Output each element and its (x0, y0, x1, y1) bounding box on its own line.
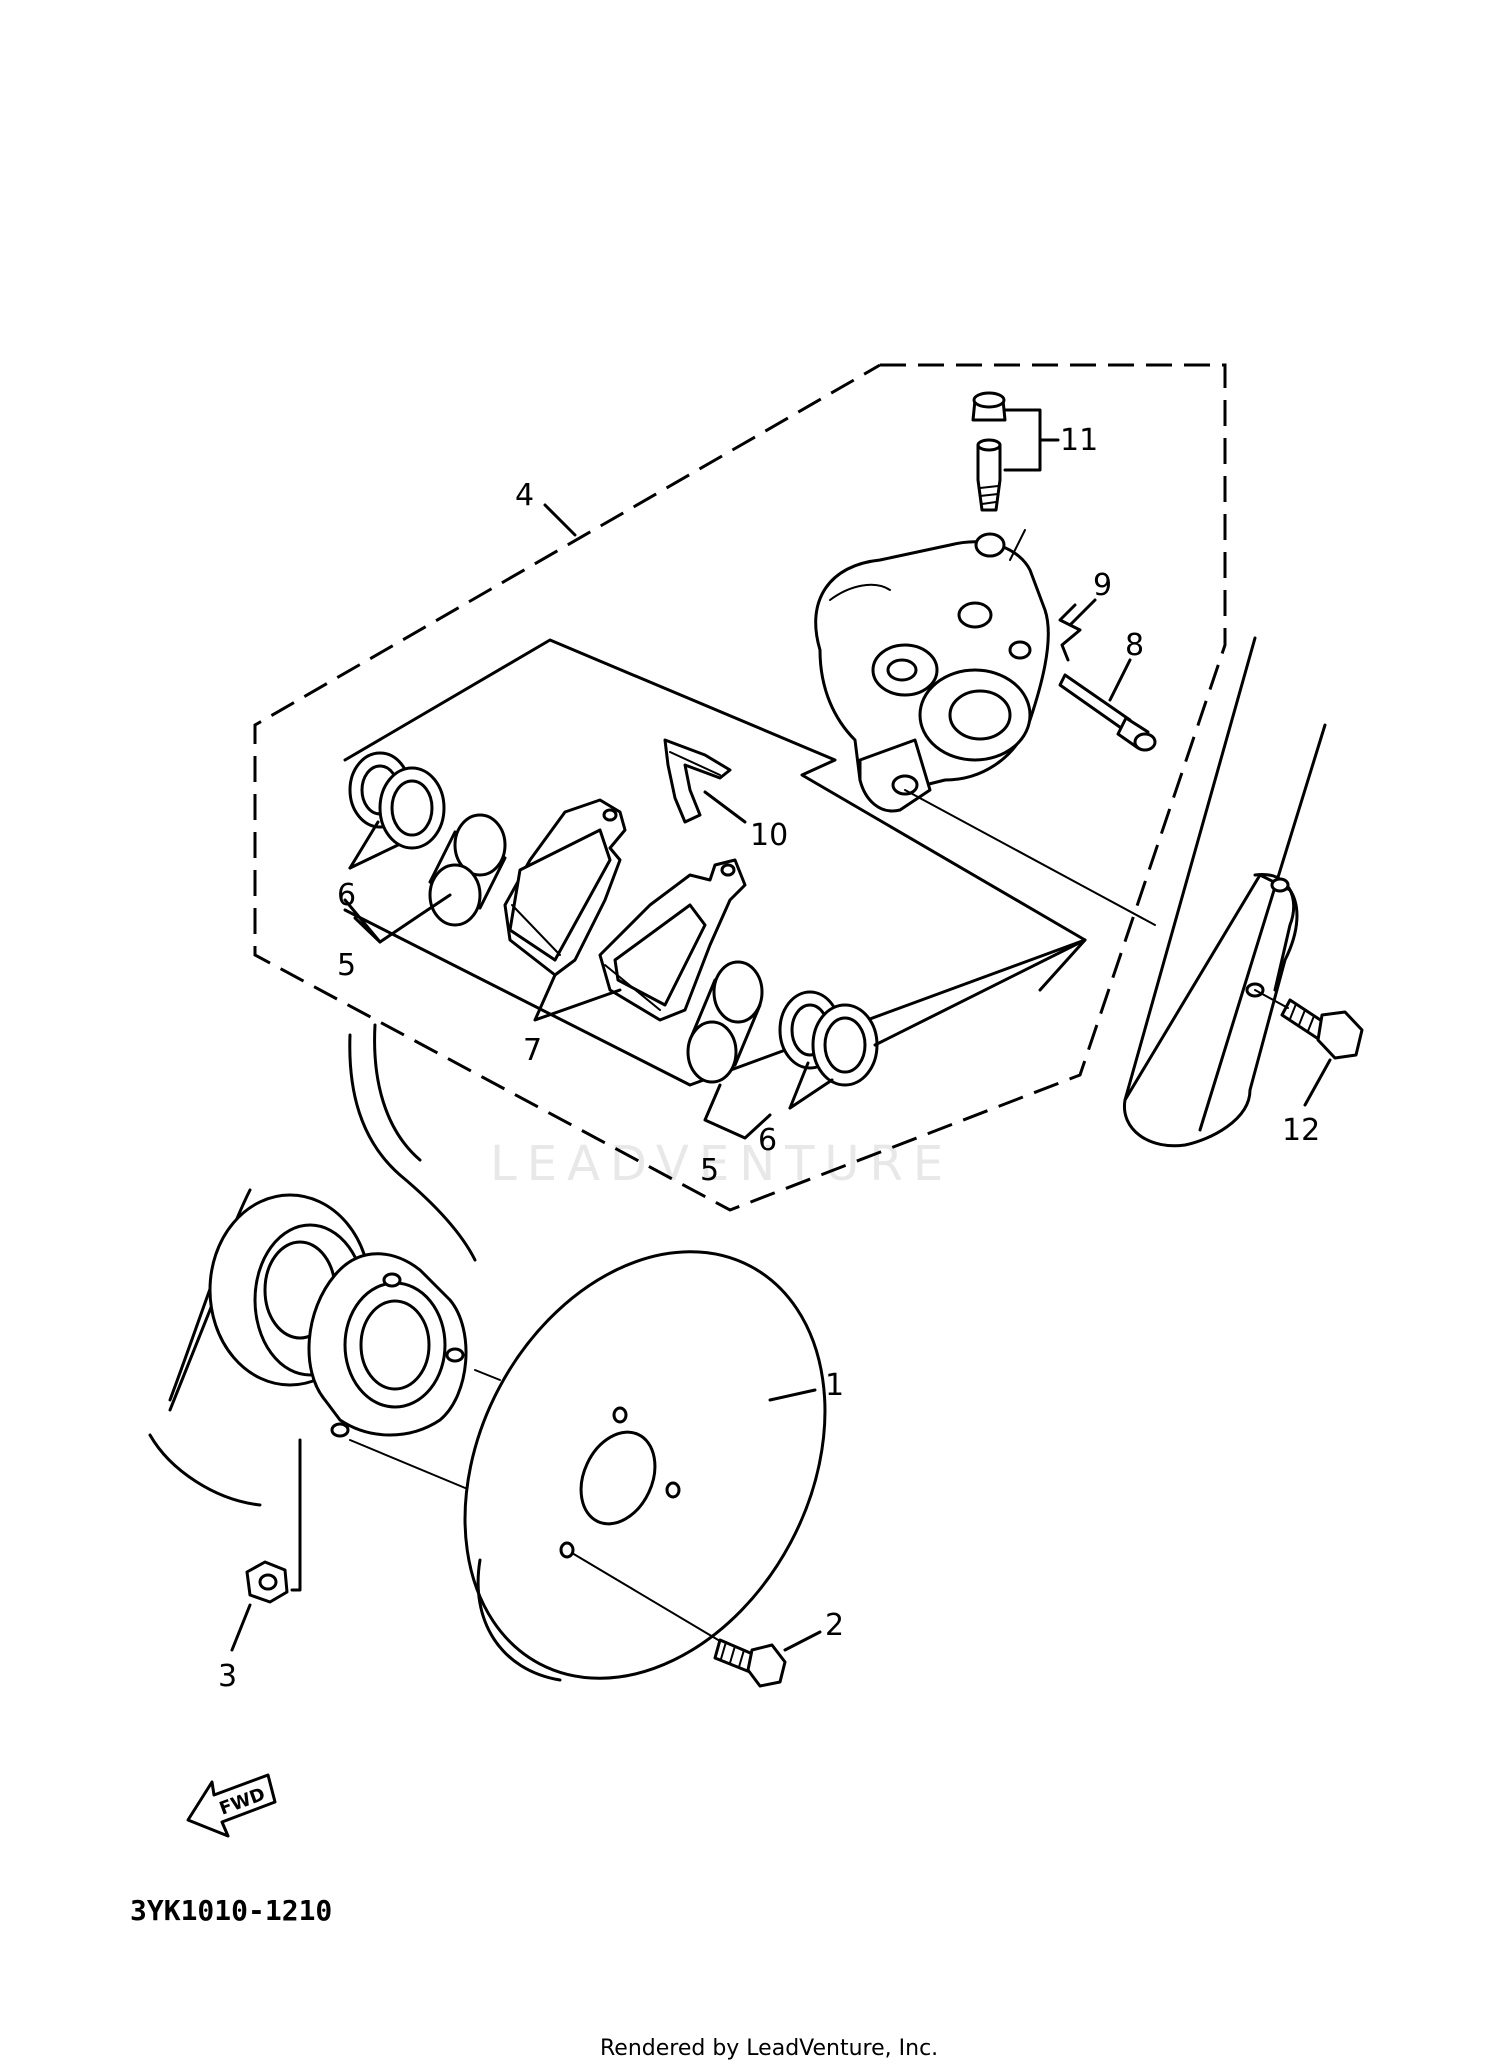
leader-5a (353, 893, 452, 944)
leader-5b (703, 1083, 772, 1140)
piston-seals-right (778, 990, 879, 1087)
slide-pin (1058, 673, 1157, 752)
leader-5a-tick (343, 898, 382, 944)
callout-6a: 6 (337, 878, 356, 913)
leader-6b (788, 1061, 810, 1110)
callout-4: 4 (515, 478, 534, 513)
fork-mount-bolt (1280, 998, 1364, 1060)
leader-8 (1108, 658, 1132, 702)
leader-11 (1003, 408, 1042, 472)
leader-4 (543, 503, 577, 537)
callout-5a: 5 (337, 948, 356, 983)
assembly-boundary (253, 363, 1227, 1212)
leader-bolt-axis (1254, 989, 1289, 1009)
leader-6b-b (788, 1078, 834, 1110)
pad-spring (663, 738, 732, 824)
callout-1: 1 (825, 1368, 844, 1403)
caliper-body (814, 529, 1050, 813)
hub-disc-line (474, 1369, 501, 1381)
disc-bolt-axis (571, 1552, 736, 1651)
leader-3-bracket (290, 1438, 302, 1592)
callout-11: 11 (1060, 423, 1098, 458)
disc-nut (245, 1560, 289, 1604)
rendered-by-footer: Rendered by LeadVenture, Inc. (600, 2036, 938, 2061)
leader-1 (768, 1388, 817, 1402)
callout-3: 3 (218, 1659, 237, 1694)
callout-12: 12 (1282, 1113, 1320, 1148)
leader-6a (348, 820, 380, 870)
wheel-hub (148, 1023, 477, 1507)
bleeder-valve (971, 391, 1007, 512)
leader-2 (783, 1630, 822, 1652)
watermark: LEADVENTURE (490, 1136, 953, 1192)
forward-arrow-icon: FWD (186, 1773, 277, 1838)
leader-3 (230, 1603, 252, 1652)
brake-pad-left (503, 798, 627, 977)
leader-7 (533, 973, 622, 1022)
alignment-line (904, 789, 1156, 926)
leader-12 (1303, 1058, 1332, 1107)
diagram-code: 3YK1010-1210 (130, 1894, 332, 1927)
callout-5b: 5 (700, 1153, 719, 1188)
leader-6a-b (348, 843, 400, 870)
leader-seal-axis (873, 938, 1087, 1047)
pin-clip (1058, 603, 1082, 662)
leader-10 (703, 790, 747, 824)
callout-10: 10 (750, 818, 788, 853)
callout-9: 9 (1093, 568, 1112, 603)
callout-6b: 6 (758, 1123, 777, 1158)
callout-7: 7 (523, 1033, 542, 1068)
fork-leg (1122, 636, 1327, 1148)
brake-pad-right (598, 858, 747, 1022)
piston-left (428, 813, 507, 927)
callout-8: 8 (1125, 628, 1144, 663)
hub-disc-line-2 (349, 1439, 471, 1491)
brake-disc (463, 1250, 827, 1682)
piston-right (686, 960, 764, 1084)
leader-9 (1068, 598, 1097, 627)
callout-2: 2 (825, 1608, 844, 1643)
piston-seals-left (348, 751, 446, 850)
disc-bolt (713, 1638, 787, 1688)
